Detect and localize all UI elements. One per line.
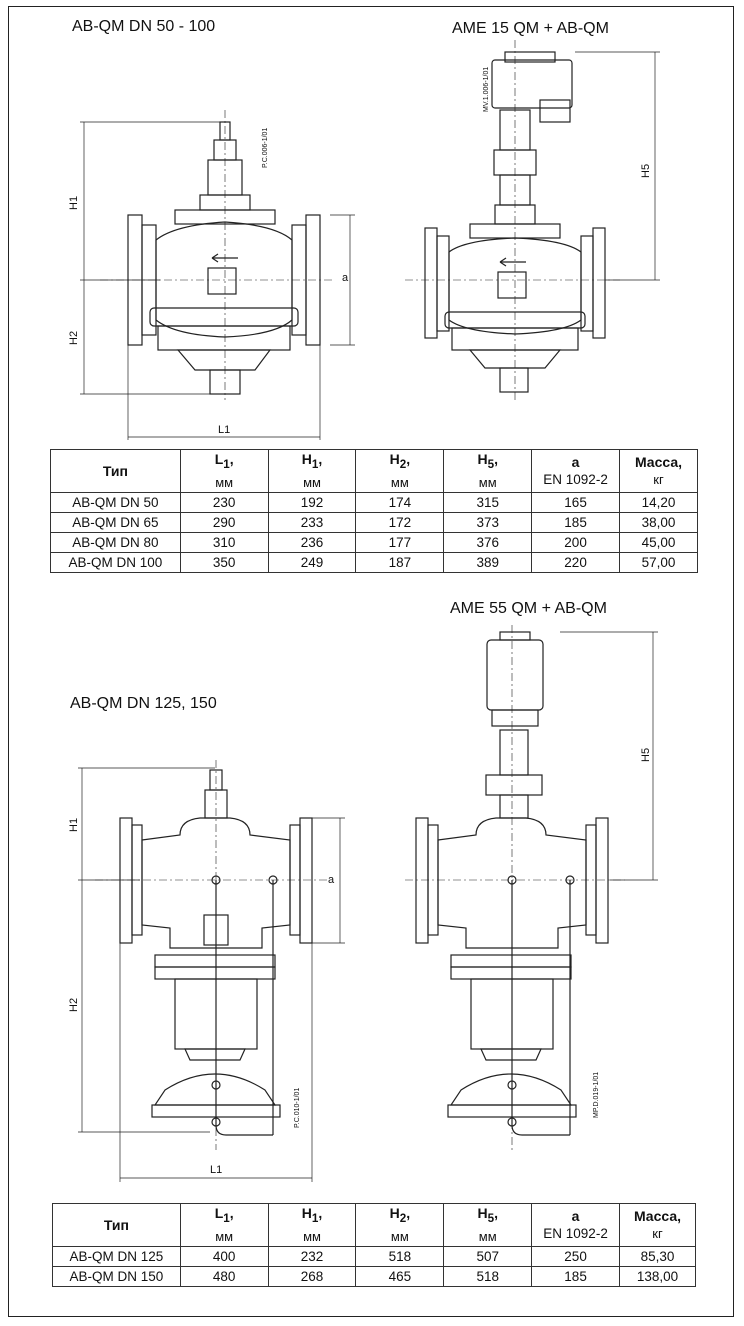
table-row: AB-QM DN 100 350 249 187 389 220 57,00 [50, 551, 698, 573]
cell-h5: 315 [443, 491, 533, 513]
dim-label-a-top: a [342, 272, 349, 284]
title-ab-qm-dn50-100: AB-QM DN 50 - 100 [72, 18, 216, 35]
table-row: AB-QM DN 125 400 232 518 507 250 85,30 [52, 1245, 696, 1267]
header-h5: H5,мм [443, 449, 533, 493]
dim-label-h2-top: H2 [68, 330, 80, 345]
title-ab-qm-dn125-150: AB-QM DN 125, 150 [70, 695, 217, 712]
cell-type: AB-QM DN 100 [50, 551, 181, 573]
cell-mass: 14,20 [619, 491, 698, 513]
cell-h5: 507 [443, 1245, 533, 1267]
valve-drawing-ame15 [405, 40, 660, 400]
cell-h1: 192 [267, 491, 357, 513]
cell-h1: 268 [267, 1265, 357, 1287]
cell-h2: 465 [355, 1265, 445, 1287]
cell-a: 250 [531, 1245, 620, 1267]
valve-drawing-dn50-100 [80, 110, 355, 440]
cell-a: 165 [531, 491, 620, 513]
cell-h1: 233 [267, 511, 357, 533]
header-h1: H1,мм [267, 1203, 357, 1247]
header-type: Тип [50, 449, 181, 493]
valve-drawing-dn125-150 [78, 760, 345, 1182]
cell-mass: 85,30 [619, 1245, 696, 1267]
cell-l1: 350 [179, 551, 269, 573]
drawing-code-2: MV.1.006-1/01 [483, 66, 490, 112]
cell-h5: 376 [443, 531, 533, 553]
header-h2: H2,мм [355, 449, 445, 493]
header-h2: H2,мм [355, 1203, 445, 1247]
dim-label-l1-bottom: L1 [210, 1164, 223, 1176]
cell-a: 200 [531, 531, 620, 553]
title-ame15-ab-qm: AME 15 QM + AB-QM [452, 20, 609, 37]
cell-h2: 518 [355, 1245, 445, 1267]
cell-type: AB-QM DN 50 [50, 491, 181, 513]
dim-label-h5-bottom: H5 [640, 747, 652, 762]
cell-h5: 389 [443, 551, 533, 573]
cell-mass: 57,00 [619, 551, 698, 573]
header-mass: Масса,кг [619, 1203, 696, 1247]
drawing-code-1: P.C.006-1/01 [262, 127, 269, 168]
table-row: AB-QM DN 150 480 268 465 518 185 138,00 [52, 1265, 696, 1287]
dim-label-h5-top: H5 [640, 163, 652, 178]
cell-h5: 373 [443, 511, 533, 533]
cell-h2: 174 [355, 491, 445, 513]
dim-label-h1-bottom: H1 [68, 817, 80, 832]
cell-h5: 518 [443, 1265, 533, 1287]
cell-h1: 232 [267, 1245, 357, 1267]
cell-l1: 400 [179, 1245, 269, 1267]
cell-type: AB-QM DN 80 [50, 531, 181, 553]
cell-a: 220 [531, 551, 620, 573]
header-h5: H5,мм [443, 1203, 533, 1247]
dim-label-h1-top: H1 [68, 195, 80, 210]
cell-a: 185 [531, 1265, 620, 1287]
dim-label-l1-top: L1 [218, 424, 231, 436]
dim-label-h2-bottom: H2 [68, 997, 80, 1012]
drawing-code-4: MP.D.019-1/01 [593, 1071, 600, 1118]
cell-mass: 45,00 [619, 531, 698, 553]
cell-type: AB-QM DN 150 [52, 1265, 181, 1287]
header-l1: L1,мм [179, 1203, 269, 1247]
cell-l1: 480 [179, 1265, 269, 1287]
cell-l1: 290 [179, 511, 269, 533]
valve-drawing-ame55 [405, 625, 658, 1150]
header-mass: Масса,кг [619, 449, 698, 493]
cell-type: AB-QM DN 125 [52, 1245, 181, 1267]
header-h1: H1,мм [267, 449, 357, 493]
header-l1: L1,мм [179, 449, 269, 493]
cell-h1: 249 [267, 551, 357, 573]
page-frame [8, 6, 734, 1317]
table-row: AB-QM DN 50 230 192 174 315 165 14,20 [50, 491, 698, 513]
table-row: AB-QM DN 80 310 236 177 376 200 45,00 [50, 531, 698, 553]
cell-mass: 138,00 [619, 1265, 696, 1287]
dim-label-a-bottom: a [328, 874, 335, 886]
cell-a: 185 [531, 511, 620, 533]
cell-mass: 38,00 [619, 511, 698, 533]
cell-h2: 187 [355, 551, 445, 573]
cell-l1: 310 [179, 531, 269, 553]
drawing-code-3: P.C.010-1/01 [294, 1087, 301, 1128]
title-ame55-ab-qm: AME 55 QM + AB-QM [450, 600, 607, 617]
header-type: Тип [52, 1203, 181, 1247]
cell-h2: 177 [355, 531, 445, 553]
table-row: AB-QM DN 65 290 233 172 373 185 38,00 [50, 511, 698, 533]
cell-h2: 172 [355, 511, 445, 533]
cell-h1: 236 [267, 531, 357, 553]
cell-l1: 230 [179, 491, 269, 513]
cell-type: AB-QM DN 65 [50, 511, 181, 533]
